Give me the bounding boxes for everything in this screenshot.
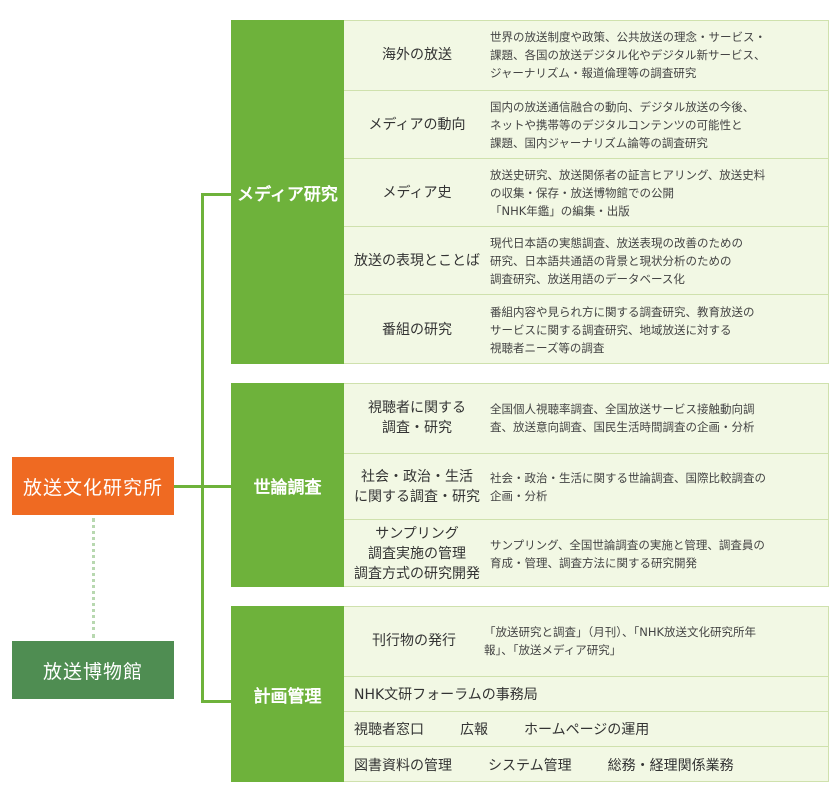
opinion-row-desc: 社会・政治・生活に関する世論調査、国際比較調査の 企画・分析	[490, 470, 766, 503]
media-row-history: メディア史 放送史研究、放送関係者の証言ヒアリング、放送史料 の収集・保存・放送…	[344, 158, 828, 226]
media-category: メディア研究	[231, 20, 344, 364]
media-row-name: 放送の表現とことば	[354, 252, 480, 269]
planning-item: 総務・経理関係業務	[607, 757, 734, 774]
planning-row-3: 視聴者窓口 広報 ホームページの運用	[344, 711, 828, 746]
opinion-connector	[201, 485, 232, 488]
museum-box: 放送博物館	[12, 641, 174, 699]
opinion-row-name: 視聴者に関する 調査・研究	[368, 400, 466, 436]
media-row-name: メディアの動向	[368, 116, 466, 133]
root-connector	[174, 485, 204, 488]
opinion-row-name: 社会・政治・生活 に関する調査・研究	[354, 468, 480, 505]
opinion-row-desc: サンプリング、全国世論調査の実施と管理、調査員の 育成・管理、調査方法に関する研…	[490, 537, 765, 570]
museum-dotted-link	[92, 518, 95, 638]
media-row-language: 放送の表現とことば 現代日本語の実態調査、放送表現の改善のための 研究、日本語共…	[344, 226, 828, 294]
root-box: 放送文化研究所	[12, 457, 174, 515]
media-row-desc: 放送史研究、放送関係者の証言ヒアリング、放送史料 の収集・保存・放送博物館での公…	[490, 167, 766, 218]
planning-publication-desc: 「放送研究と調査」（月刊）、「NHK放送文化研究所年 報」、「放送メディア研究」	[484, 625, 757, 657]
media-row-trends: メディアの動向 国内の放送通信融合の動向、デジタル放送の今後、 ネットや携帯等の…	[344, 90, 828, 158]
trunk-line	[201, 193, 204, 703]
media-row-overseas: 海外の放送 世界の放送制度や政策、公共放送の理念・サービス・ 課題、各国の放送デ…	[344, 20, 828, 90]
media-row-programs: 番組の研究 番組内容や見られ方に関する調査研究、教育放送の サービスに関する調査…	[344, 294, 828, 364]
media-row-desc: 現代日本語の実態調査、放送表現の改善のための 研究、日本語共通語の背景と現状分析…	[490, 235, 743, 286]
planning-item: システム管理	[488, 757, 572, 774]
media-row-desc: 国内の放送通信融合の動向、デジタル放送の今後、 ネットや携帯等のデジタルコンテン…	[490, 99, 755, 150]
planning-category: 計画管理	[231, 606, 344, 782]
media-connector	[201, 193, 232, 196]
media-row-desc: 世界の放送制度や政策、公共放送の理念・サービス・ 課題、各国の放送デジタル化やデ…	[490, 30, 766, 80]
opinion-category: 世論調査	[231, 383, 344, 587]
planning-item: 図書資料の管理	[354, 757, 452, 774]
media-row-name: 番組の研究	[382, 321, 452, 338]
planning-row-4: 図書資料の管理 システム管理 総務・経理関係業務	[344, 746, 828, 782]
planning-publication-name: 刊行物の発行	[372, 633, 456, 649]
opinion-row-sampling: サンプリング 調査実施の管理 調査方式の研究開発 サンプリング、全国世論調査の実…	[344, 519, 828, 587]
media-row-desc: 番組内容や見られ方に関する調査研究、教育放送の サービスに関する調査研究、地域放…	[490, 304, 755, 355]
planning-row-publication: 刊行物の発行 「放送研究と調査」（月刊）、「NHK放送文化研究所年 報」、「放送…	[344, 606, 828, 676]
planning-forum: NHK文研フォーラムの事務局	[354, 687, 538, 703]
media-row-name: メディア史	[382, 184, 452, 201]
opinion-row-society: 社会・政治・生活 に関する調査・研究 社会・政治・生活に関する世論調査、国際比較…	[344, 453, 828, 519]
opinion-row-name: サンプリング 調査実施の管理 調査方式の研究開発	[354, 525, 480, 582]
planning-item: 視聴者窓口	[354, 722, 424, 738]
planning-connector	[201, 700, 232, 703]
opinion-row-desc: 全国個人視聴率調査、全国放送サービス接触動向調 査、放送意向調査、国民生活時間調…	[490, 402, 755, 434]
planning-row-forum: NHK文研フォーラムの事務局	[344, 676, 828, 711]
opinion-row-viewers: 視聴者に関する 調査・研究 全国個人視聴率調査、全国放送サービス接触動向調 査、…	[344, 383, 828, 453]
planning-item: 広報	[460, 722, 488, 738]
media-row-name: 海外の放送	[382, 47, 452, 63]
planning-item: ホームページの運用	[524, 722, 650, 738]
